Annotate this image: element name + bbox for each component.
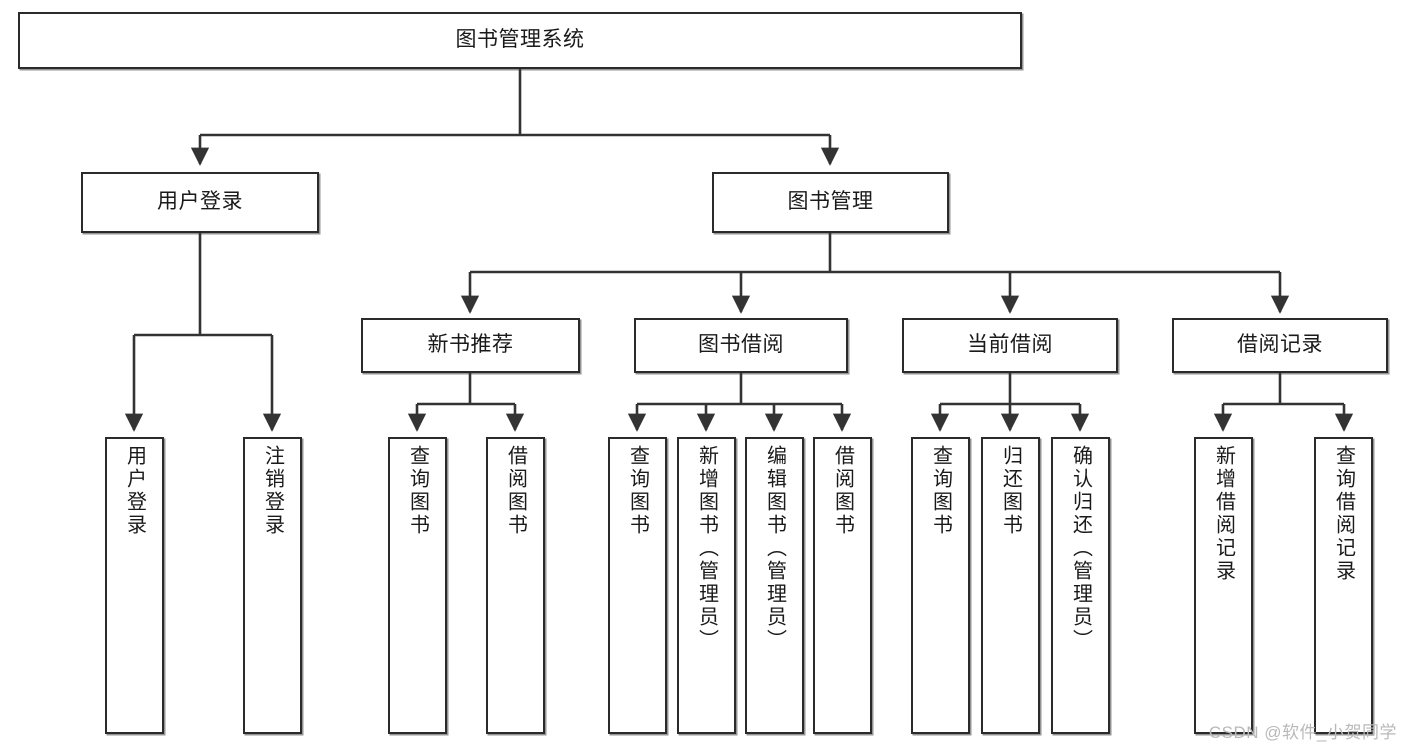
node-root[interactable]: 图书管理系统 bbox=[18, 12, 1022, 69]
node-new-book-recommend-label: 新书推荐 bbox=[427, 333, 514, 357]
node-leaf-query-book-3-label: 查询图书 bbox=[929, 445, 952, 537]
node-book-borrow-label: 图书借阅 bbox=[698, 333, 784, 357]
node-leaf-add-book[interactable]: 新增图书（管理员） bbox=[677, 437, 736, 734]
node-leaf-borrow-book-2[interactable]: 借阅图书 bbox=[813, 437, 872, 734]
node-borrow-record[interactable]: 借阅记录 bbox=[1172, 318, 1388, 373]
node-book-manage-label: 图书管理 bbox=[787, 190, 874, 214]
node-leaf-borrow-book-2-label: 借阅图书 bbox=[831, 445, 854, 537]
node-borrow-record-label: 借阅记录 bbox=[1237, 333, 1323, 357]
node-leaf-user-login-label: 用户登录 bbox=[123, 445, 146, 537]
node-new-book-recommend[interactable]: 新书推荐 bbox=[361, 318, 580, 373]
node-current-borrow-label: 当前借阅 bbox=[967, 333, 1053, 357]
node-leaf-query-book-1-label: 查询图书 bbox=[406, 445, 429, 537]
node-leaf-edit-book-label: 编辑图书（管理员） bbox=[763, 445, 786, 652]
node-leaf-confirm-return-label: 确认归还（管理员） bbox=[1069, 445, 1092, 652]
node-leaf-confirm-return[interactable]: 确认归还（管理员） bbox=[1051, 437, 1110, 734]
node-leaf-query-book-2-label: 查询图书 bbox=[626, 445, 649, 537]
node-leaf-query-book-3[interactable]: 查询图书 bbox=[911, 437, 970, 734]
node-leaf-edit-book[interactable]: 编辑图书（管理员） bbox=[745, 437, 804, 734]
node-leaf-user-login[interactable]: 用户登录 bbox=[105, 437, 164, 734]
node-leaf-add-book-label: 新增图书（管理员） bbox=[695, 445, 718, 652]
node-leaf-query-record[interactable]: 查询借阅记录 bbox=[1314, 437, 1373, 734]
node-leaf-query-record-label: 查询借阅记录 bbox=[1332, 445, 1355, 583]
node-leaf-borrow-book-1-label: 借阅图书 bbox=[504, 445, 527, 537]
node-leaf-borrow-book-1[interactable]: 借阅图书 bbox=[486, 437, 545, 734]
node-leaf-return-book-label: 归还图书 bbox=[999, 445, 1022, 537]
node-leaf-user-logout[interactable]: 注销登录 bbox=[243, 437, 302, 734]
node-leaf-query-book-2[interactable]: 查询图书 bbox=[608, 437, 667, 734]
node-leaf-return-book[interactable]: 归还图书 bbox=[981, 437, 1040, 734]
watermark-text: CSDN @软件_小贺同学 bbox=[1208, 723, 1397, 742]
node-leaf-add-record[interactable]: 新增借阅记录 bbox=[1194, 437, 1253, 734]
node-user-login-label: 用户登录 bbox=[157, 190, 243, 214]
node-leaf-add-record-label: 新增借阅记录 bbox=[1212, 445, 1235, 583]
node-current-borrow[interactable]: 当前借阅 bbox=[902, 318, 1118, 373]
node-book-borrow[interactable]: 图书借阅 bbox=[634, 318, 848, 373]
node-book-manage[interactable]: 图书管理 bbox=[712, 172, 949, 233]
node-leaf-query-book-1[interactable]: 查询图书 bbox=[388, 437, 447, 734]
node-root-label: 图书管理系统 bbox=[455, 28, 585, 52]
node-user-login[interactable]: 用户登录 bbox=[81, 172, 319, 233]
node-leaf-user-logout-label: 注销登录 bbox=[261, 445, 284, 537]
